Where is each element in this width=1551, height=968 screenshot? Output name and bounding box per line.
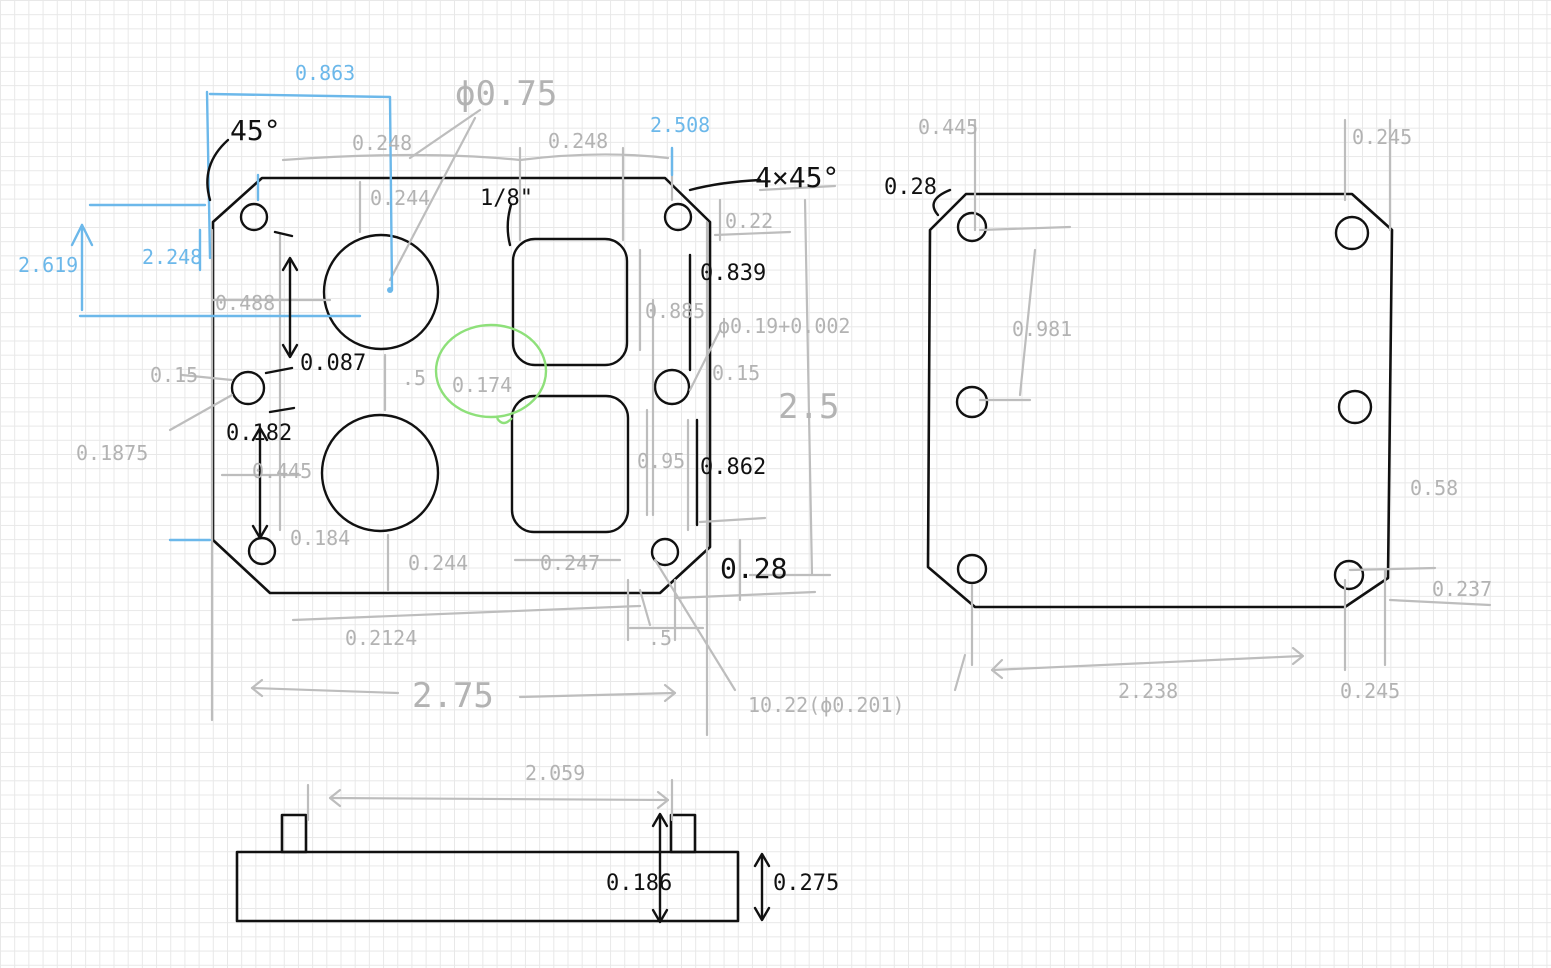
label-0184: 0.184 [290,526,350,550]
label-0839: 0.839 [700,261,766,286]
label-2248: 2.248 [142,245,202,269]
mount-hole-tr [663,202,693,232]
label-0237: 0.237 [1432,577,1492,601]
side-body [235,850,740,923]
label-095: 0.95 [637,449,685,473]
square-cutout-top [511,237,629,367]
label-5b: .5 [648,626,672,650]
label-275: 2.75 [412,676,494,716]
back-hole-tl [956,211,988,243]
mount-hole-tl [239,202,269,232]
mount-hole-br [650,537,680,567]
label-25: 2.5 [778,387,839,427]
highlight-tail [495,417,513,425]
label-2619: 2.619 [18,253,78,277]
label-015b: 0.15 [712,361,760,385]
label-5: .5 [402,366,426,390]
label-0445: 0.445 [252,459,312,483]
mount-hole-ml [230,370,266,406]
label-0981: 0.981 [1012,317,1072,341]
label-0244: 0.244 [370,186,430,210]
side-pin-left [280,813,308,854]
highlight-circle [434,323,548,419]
label-022: 0.22 [725,209,773,233]
label-2508: 2.508 [650,113,710,137]
label-0087: 0.087 [300,351,366,376]
round-cutout-top [322,233,440,351]
label-0186: 0.186 [606,871,672,896]
label-0248a: 0.248 [352,131,412,155]
back-hole-bl [956,553,988,585]
label-028b: 0.28 [720,552,787,585]
label-02124: 0.2124 [345,626,417,650]
back-hole-tr [1334,215,1370,251]
label-015a: 0.15 [150,363,198,387]
label-2238: 2.238 [1118,679,1178,703]
label-0275: 0.275 [773,871,839,896]
label-dia-075: ϕ0.75 [455,74,557,114]
back-hole-ml [955,385,989,419]
label-058: 0.58 [1410,476,1458,500]
label-0248b: 0.248 [548,129,608,153]
label-0862: 0.862 [700,455,766,480]
gray-dimension-lines [168,108,1492,822]
round-cutout-bottom [320,413,440,533]
mount-hole-bl [247,536,277,566]
square-cutout-bottom [510,394,630,534]
black-annotation-lines [206,138,952,924]
label-0174: 0.174 [452,373,512,397]
label-phi019: ϕ0.19+0.002 [718,314,850,338]
label-0244b: 0.244 [408,551,468,575]
label-4x45: 4×45° [755,161,839,194]
back-hole-br [1333,559,1365,591]
label-028-side: 0.28 [884,175,937,200]
label-0182: 0.182 [226,421,292,446]
blue-dimension-lines [70,90,674,542]
label-0445-top: 0.445 [918,115,978,139]
side-pin-right [669,813,697,854]
label-0245b: 0.245 [1340,679,1400,703]
mount-hole-mr [653,368,691,406]
label-0885: 0.885 [645,299,705,323]
label-45deg: 45° [230,114,281,147]
label-0247: 0.247 [540,551,600,575]
label-2059: 2.059 [525,761,585,785]
label-0863: 0.863 [295,61,355,85]
side-view [235,813,740,923]
label-1022: 10.22(ϕ0.201) [748,693,905,717]
label-0245-top: 0.245 [1352,125,1412,149]
label-0488: 0.488 [215,291,275,315]
label-1-8in: 1/8" [480,186,533,211]
back-hole-mr [1337,389,1373,425]
dimension-labels: ϕ0.75 0.863 2.508 45° 0.248 0.248 4×45° … [18,61,1492,896]
label-01875: 0.1875 [76,441,148,465]
